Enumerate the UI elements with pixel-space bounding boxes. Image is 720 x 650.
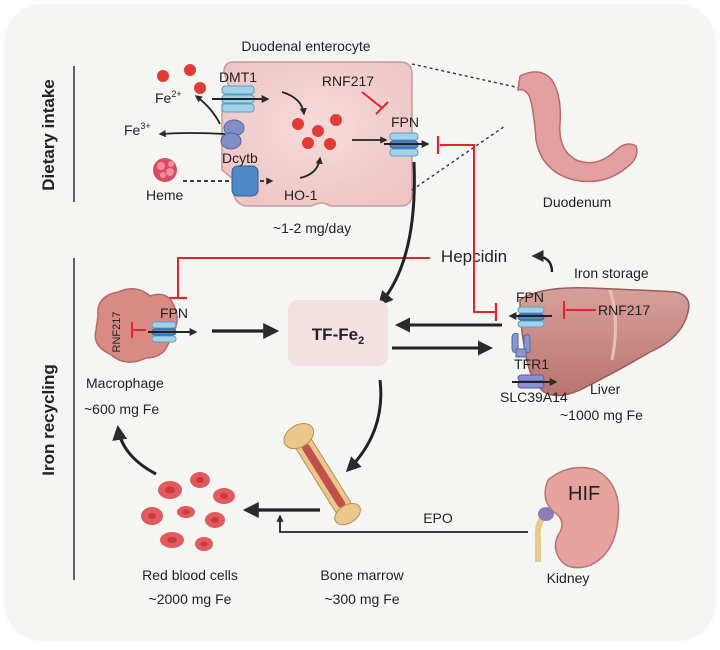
fe2-dot [184,64,196,76]
liver-amount: ~1000 mg Fe [560,407,643,423]
duodenum-label: Duodenum [543,194,612,210]
tf-to-marrow-arrow [345,379,383,473]
rbc-label: Red blood cells [142,567,238,583]
zoom-line-top [411,63,521,89]
intake-amount: ~1-2 mg/day [273,220,351,236]
macrophage-rnf217-label: RNF217 [111,312,123,353]
dcytb-protein [220,119,245,150]
kidney-organ [544,466,620,569]
bone-marrow-amount: ~300 mg Fe [324,591,399,607]
slc39a14-label: SLC39A14 [500,389,568,405]
fe2-label: Fe2+ [155,89,182,106]
epo-arrow [276,514,528,533]
tf-box [288,300,388,366]
rnf217-inhibit-bar [375,101,389,115]
tf-label: TF-Fe2 [312,325,364,347]
liver-to-hepcidin-arrow [531,250,554,273]
heme-label: Heme [146,187,184,203]
rbc-amount: ~2000 mg Fe [149,591,232,607]
dmt1-label: DMT1 [219,69,257,85]
renal-vessel [538,507,554,521]
liver-fpn-label: FPN [516,289,544,305]
ho1-arrow [299,156,323,179]
enterocyte-title: Duodenal enterocyte [241,38,370,54]
epo-label: EPO [423,510,453,526]
heme-molecule [153,158,177,182]
heme-transporter [231,165,259,197]
kidney-label: Kidney [547,570,590,586]
liver-organ [519,287,690,397]
fe3-reduction-arrow [158,130,226,138]
macrophage-label: Macrophage [86,375,164,391]
liver-ligament [608,289,618,361]
macrophage-fpn [151,321,177,343]
dietary-intake-label: Dietary intake [39,79,58,191]
fe2-dot [157,70,169,82]
tfr1-label: TFR1 [514,356,549,372]
dmt1-to-pool-arrow [281,91,307,116]
red-blood-cells [141,472,235,551]
intracellular-iron [292,114,342,150]
macrophage-fpn-label: FPN [160,305,188,321]
macrophage-cell [94,288,178,363]
iron-recycling-label: Iron recycling [39,364,58,475]
hepcidin-macrophage-inhibit [177,257,430,298]
zoom-line-bottom [411,125,506,191]
rbc-to-macrophage-arrow [112,425,157,476]
hepcidin-liver-inhibit [473,298,496,313]
fe3-label: Fe3+ [124,121,151,138]
dcytb-label: Dcytb [222,150,258,166]
tfr1-receptor [511,333,531,358]
liver-label: Liver [590,381,621,397]
hepcidin-enterocyte-inhibit [440,144,475,298]
rnf217-inhibit-line [361,91,383,109]
ho1-label: HO-1 [284,187,318,203]
slc39a14-transporter [517,374,545,389]
bone-marrow-icon [283,422,361,526]
liver-rnf217-label: RNF217 [598,302,650,318]
fe-reduced-arrow [194,95,221,125]
duodenum-organ [517,71,638,183]
iron-storage-label: Iron storage [574,265,649,281]
enterocyte-to-tf-arrow [378,161,416,307]
fe2-dot [194,82,206,94]
enterocyte-fpn-label: FPN [391,114,419,130]
bone-marrow-label: Bone marrow [320,567,404,583]
enterocyte-rnf217-label: RNF217 [322,73,374,89]
macrophage-amount: ~600 mg Fe [84,401,159,417]
hif-label: HIF [568,483,600,505]
